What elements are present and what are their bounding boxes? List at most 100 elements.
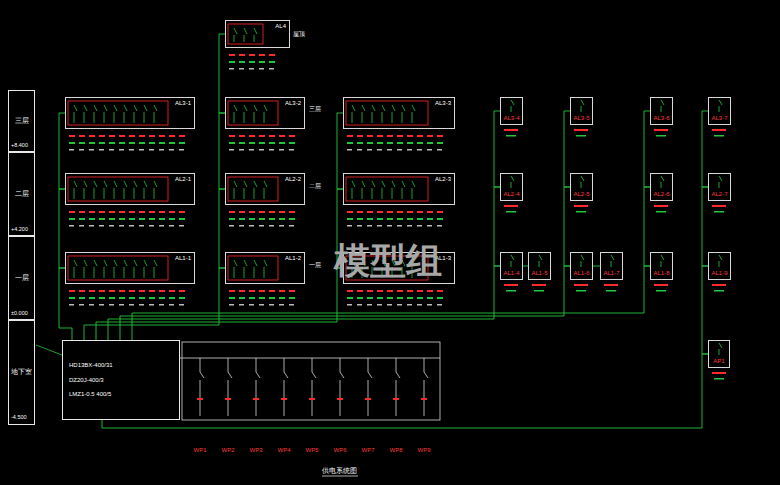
circuit-mark	[259, 225, 264, 227]
circuit-mark	[109, 304, 114, 306]
circuit-mark	[289, 225, 294, 227]
circuit-mark	[712, 205, 726, 207]
circuit-mark	[249, 135, 255, 137]
node-label: AL1-1	[175, 255, 191, 262]
circuit-mark	[656, 211, 666, 213]
caption: 供电系统图	[322, 467, 357, 475]
circuit-mark	[109, 297, 115, 299]
circuit-mark	[169, 218, 175, 220]
circuit-mark	[229, 61, 235, 63]
breaker-symbol	[244, 105, 247, 123]
circuit-mark	[421, 398, 427, 400]
node-label: LMZ1-0.5 400/5	[69, 391, 173, 398]
circuit-mark	[393, 398, 399, 400]
circuit-mark	[79, 290, 85, 292]
circuit-mark	[249, 61, 255, 63]
sub-distribution-box: AL1-4	[500, 252, 523, 280]
circuit-mark	[229, 68, 234, 70]
sub-distribution-box: AL1-9	[708, 252, 731, 280]
circuit-mark	[149, 290, 155, 292]
sub-distribution-box: AL2-6	[650, 173, 673, 201]
breaker-symbol	[94, 260, 97, 278]
breaker-symbol	[74, 181, 77, 199]
circuit-mark	[149, 211, 155, 213]
circuit-mark	[347, 142, 353, 144]
circuit-mark	[437, 135, 443, 137]
circuit-mark	[109, 290, 115, 292]
circuit-mark	[197, 398, 203, 400]
circuit-mark	[377, 218, 383, 220]
circuit-mark	[357, 297, 363, 299]
circuit-mark	[407, 211, 413, 213]
floor-band: 一层	[8, 236, 35, 320]
circuit-mark	[357, 218, 363, 220]
circuit-number: WP6	[333, 447, 346, 454]
breaker-symbol	[340, 358, 344, 416]
circuit-mark	[99, 297, 105, 299]
breaker-symbol	[74, 105, 77, 123]
circuit-mark	[654, 129, 668, 131]
circuit-mark	[249, 290, 255, 292]
circuit-mark	[407, 290, 413, 292]
breaker-symbol	[382, 181, 385, 199]
node-label: AL1-7	[603, 270, 619, 277]
circuit-mark	[417, 297, 423, 299]
main-switchboard: HD13BX-400/31DZ20J-400/3LMZ1-0.5 400/5	[62, 340, 180, 420]
circuit-mark	[149, 297, 155, 299]
breaker-symbol	[144, 105, 147, 123]
node-label: AL1-5	[531, 270, 547, 277]
circuit-mark	[269, 218, 275, 220]
breaker-symbol	[254, 105, 257, 123]
circuit-mark	[169, 290, 175, 292]
circuit-mark	[712, 284, 726, 286]
circuit-mark	[69, 218, 75, 220]
breaker-symbol	[234, 260, 237, 278]
breaker-symbol	[114, 260, 117, 278]
breaker-symbol	[392, 105, 395, 123]
breaker-symbol	[661, 255, 664, 267]
circuit-mark	[79, 297, 85, 299]
breaker-symbol	[372, 105, 375, 123]
circuit-mark	[119, 135, 125, 137]
circuit-mark	[249, 297, 255, 299]
circuit-mark	[289, 149, 294, 151]
circuit-mark	[139, 135, 145, 137]
panel-busbar	[68, 177, 168, 201]
circuit-mark	[281, 398, 287, 400]
breaker-symbol	[154, 260, 157, 278]
circuit-mark	[89, 297, 95, 299]
circuit-mark	[387, 218, 393, 220]
circuit-mark	[534, 290, 544, 292]
circuit-mark	[309, 398, 315, 400]
circuit-mark	[377, 149, 382, 151]
circuit-mark	[367, 218, 373, 220]
node-label: AL3-3	[435, 100, 451, 107]
circuit-mark	[337, 398, 343, 400]
circuit-mark	[99, 225, 104, 227]
breaker-symbol	[661, 176, 664, 188]
circuit-mark	[159, 142, 165, 144]
circuit-mark	[576, 290, 586, 292]
circuit-mark	[239, 290, 245, 292]
distribution-panel: AL1-1	[65, 252, 195, 284]
circuit-mark	[239, 61, 245, 63]
breaker-symbol	[234, 28, 237, 42]
panel-busbar	[68, 101, 168, 125]
circuit-mark	[79, 142, 85, 144]
breaker-symbol	[124, 181, 127, 199]
circuit-mark	[289, 142, 295, 144]
breaker-symbol	[84, 260, 87, 278]
circuit-mark	[69, 297, 75, 299]
circuit-mark	[99, 142, 105, 144]
circuit-mark	[253, 398, 259, 400]
floor-band: 二层	[8, 152, 35, 236]
circuit-mark	[417, 149, 422, 151]
circuit-number: WP3	[249, 447, 262, 454]
breaker-symbol	[104, 260, 107, 278]
circuit-mark	[79, 135, 85, 137]
breaker-symbol	[424, 358, 428, 416]
breaker-symbol	[228, 358, 232, 416]
circuit-number: WP4	[277, 447, 290, 454]
breaker-symbol	[254, 260, 257, 278]
node-label: 三层	[15, 117, 29, 125]
